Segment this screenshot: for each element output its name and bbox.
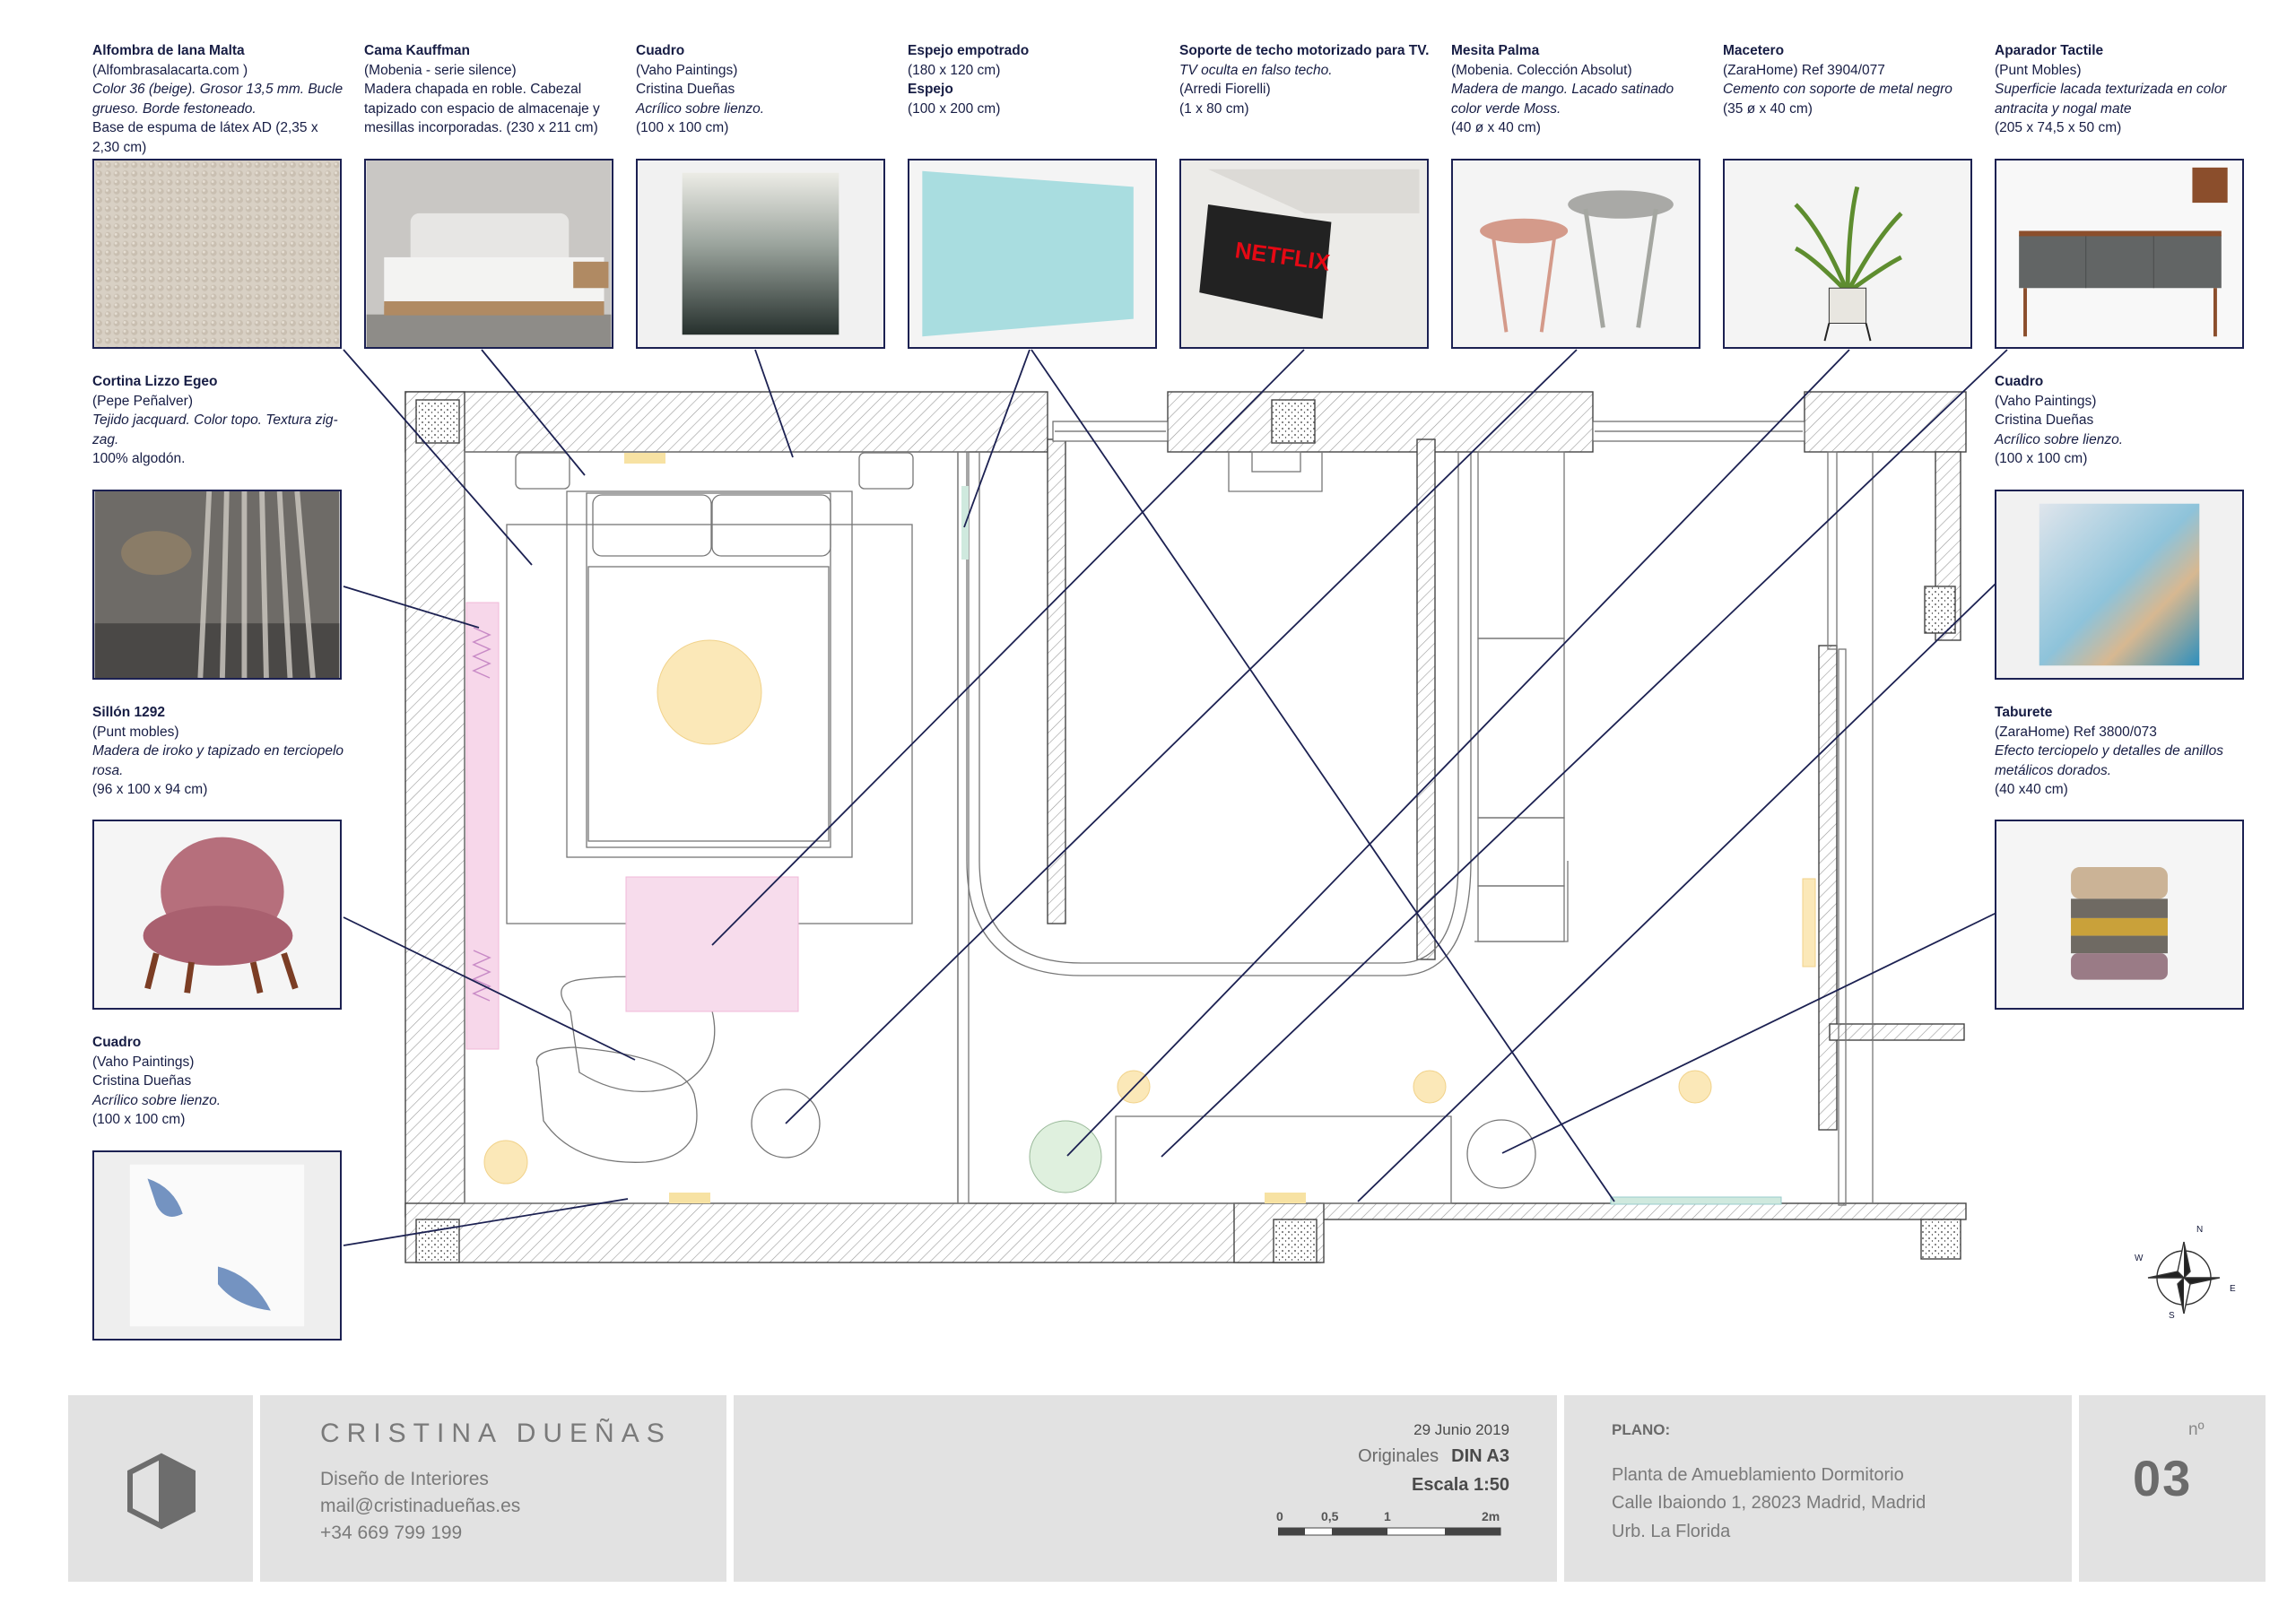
- compass-rose-icon: [2147, 1241, 2221, 1315]
- title-block-info-panel: [734, 1395, 1557, 1582]
- mirror-photo: [908, 159, 1157, 349]
- caption-bed: Cama Kauffman (Mobenia - serie silence) …: [364, 43, 600, 135]
- curtain-photo: [92, 490, 342, 680]
- caption-planter: Macetero (ZaraHome) Ref 3904/077 Cemento…: [1723, 43, 1952, 117]
- studio-email[interactable]: mail@cristinadueñas.es: [320, 1496, 521, 1516]
- studio-phone[interactable]: +34 669 799 199: [320, 1523, 463, 1543]
- caption-tv-mount: Soporte de techo motorizado para TV. TV …: [1179, 43, 1430, 117]
- caption-side-tables: Mesita Palma (Mobenia. Colección Absolut…: [1451, 43, 1674, 135]
- caption-painting-2: Cuadro (Vaho Paintings) Cristina Dueñas …: [92, 1035, 222, 1127]
- sheet-number: 03: [2133, 1450, 2193, 1506]
- caption-mirror: Espejo empotrado (180 x 120 cm) Espejo (…: [908, 43, 1030, 117]
- leader-lines: [343, 349, 2008, 1246]
- caption-painting-1: Cuadro (Vaho Paintings) Cristina Dueñas …: [636, 43, 765, 135]
- scalebar-label-05: 0,5: [1321, 1509, 1339, 1523]
- ceiling-tv-photo: NETFLIX: [1179, 159, 1429, 349]
- scale-bar: [1278, 1527, 1501, 1536]
- scalebar-label-2: 2m: [1482, 1509, 1500, 1523]
- scalebar-label-0: 0: [1276, 1509, 1283, 1523]
- sheet-number-label: nº: [2188, 1420, 2205, 1439]
- plant-pot-photo: [1723, 159, 1972, 349]
- sideboard-photo: [1995, 159, 2244, 349]
- plano-title: Planta de Amueblamiento Dormitorio: [1612, 1465, 1904, 1485]
- wool-rug-photo: [92, 159, 342, 349]
- caption-armchair: Sillón 1292 (Punt mobles) Madera de irok…: [92, 705, 344, 797]
- title-block-number-panel: [2079, 1395, 2266, 1582]
- caption-sideboard: Aparador Tactile (Punt Mobles) Superfici…: [1995, 43, 2227, 135]
- walls: [404, 391, 1967, 1263]
- plan-date: 29 Junio 2019: [1413, 1421, 1509, 1438]
- stool-photo: [1995, 820, 2244, 1010]
- armchair-photo: [92, 820, 342, 1010]
- compass-e: E: [2230, 1284, 2236, 1294]
- scalebar-label-1: 1: [1384, 1509, 1391, 1523]
- scale-label: Escala 1:50: [1412, 1475, 1509, 1495]
- compass-w: W: [2135, 1254, 2144, 1263]
- caption-painting-3: Cuadro (Vaho Paintings) Cristina Dueñas …: [1995, 374, 2124, 466]
- cube-logo-icon: [127, 1453, 196, 1530]
- caption-stool: Taburete (ZaraHome) Ref 3800/073 Efecto …: [1995, 705, 2224, 797]
- colored-elements: [465, 453, 1816, 1205]
- bed-photo: [364, 159, 613, 349]
- blue-painting-photo: [1995, 490, 2244, 680]
- white-blue-painting-photo: [92, 1150, 342, 1341]
- compass-s: S: [2169, 1311, 2175, 1321]
- side-tables-photo: [1451, 159, 1700, 349]
- caption-rug: Alfombra de lana Malta (Alfombrasalacart…: [92, 43, 344, 155]
- plano-address: Calle Ibaiondo 1, 28023 Madrid, Madrid: [1612, 1493, 1926, 1513]
- dark-painting-photo: [636, 159, 885, 349]
- title-block-studio-panel: [260, 1395, 726, 1582]
- caption-curtain: Cortina Lizzo Egeo (Pepe Peñalver) Tejid…: [92, 374, 338, 466]
- title-block-plan-panel: [1564, 1395, 2072, 1582]
- plano-area: Urb. La Florida: [1612, 1522, 1731, 1541]
- compass-n: N: [2196, 1225, 2204, 1235]
- plano-label: PLANO:: [1612, 1421, 1671, 1438]
- studio-name: CRISTINA DUEÑAS: [320, 1419, 672, 1448]
- studio-subtitle: Diseño de Interiores: [320, 1469, 489, 1489]
